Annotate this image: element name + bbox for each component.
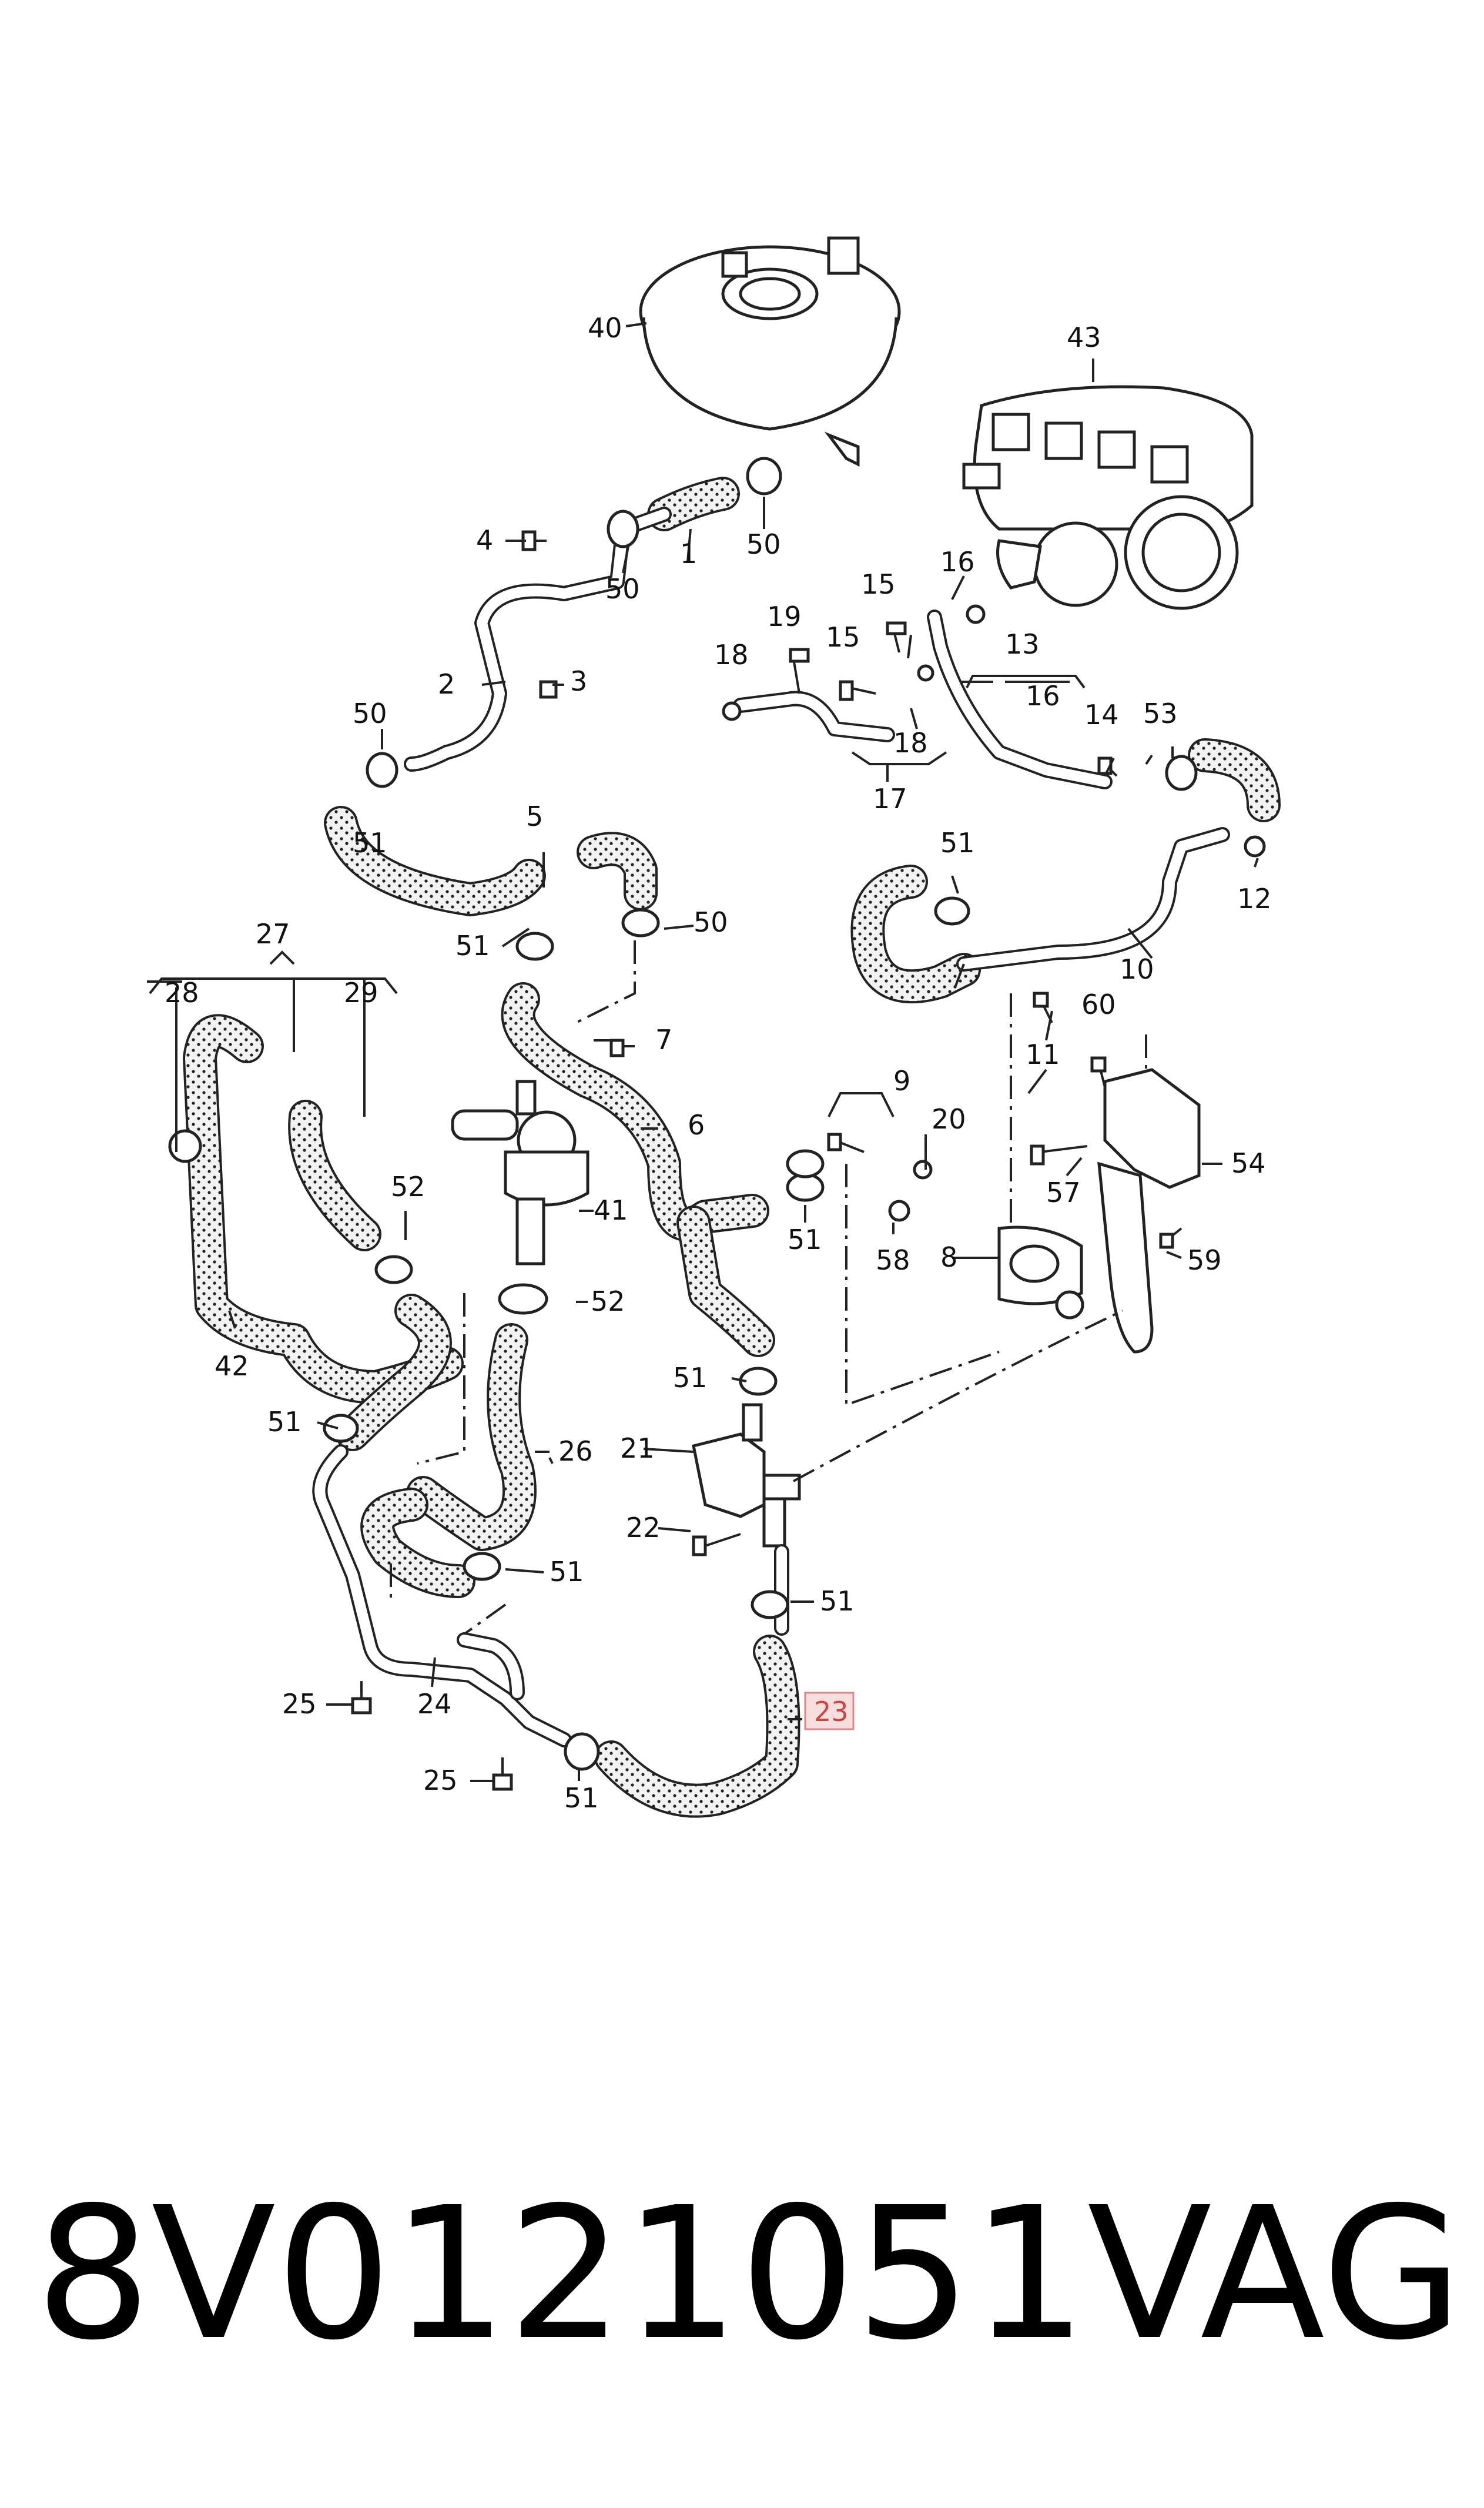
- label-50: 50: [605, 573, 640, 605]
- label-15: 15: [861, 568, 896, 600]
- expansion-tank: [639, 236, 901, 467]
- label-16: 16: [1026, 680, 1060, 712]
- label-22: 22: [626, 1512, 661, 1543]
- pump-8: [997, 1225, 1084, 1320]
- label-17: 17: [873, 783, 907, 815]
- label-51: 51: [353, 827, 387, 859]
- hose-clamps: [168, 457, 1266, 1771]
- label-9: 9: [893, 1065, 910, 1097]
- label-4: 4: [476, 524, 493, 556]
- label-40: 40: [588, 312, 622, 344]
- label-7: 7: [655, 1024, 672, 1056]
- label-3: 3: [570, 665, 587, 697]
- label-51: 51: [550, 1556, 584, 1588]
- label-20: 20: [932, 1103, 966, 1135]
- label-26: 26: [558, 1435, 593, 1467]
- footer: 8V0121051 VAG: [35, 2168, 1463, 2380]
- assembly-lines: [390, 940, 1147, 1635]
- bracket-54: [1097, 1068, 1201, 1354]
- leader-lines: [147, 322, 1259, 1782]
- label-25: 25: [423, 1764, 458, 1796]
- valve-21: [692, 1403, 801, 1548]
- label-2: 2: [438, 668, 455, 700]
- label-52: 52: [391, 1171, 426, 1203]
- label-13: 13: [1005, 628, 1040, 660]
- part-number: 8V0121051: [35, 2168, 1087, 2380]
- label-51: 51: [820, 1585, 855, 1617]
- label-59: 59: [1187, 1244, 1222, 1276]
- label-50: 50: [746, 528, 781, 560]
- label-10: 10: [1120, 953, 1154, 985]
- label-27: 27: [256, 918, 290, 950]
- auxiliary-water-pump-41: [451, 1080, 589, 1265]
- label-51: 51: [455, 930, 490, 962]
- label-23: 23: [814, 1696, 849, 1727]
- label-51: 51: [940, 827, 975, 859]
- label-21: 21: [620, 1432, 655, 1464]
- label-57: 57: [1046, 1177, 1081, 1208]
- highlight-box-23: [804, 1692, 855, 1730]
- label-50: 50: [353, 698, 387, 729]
- label-42: 42: [215, 1350, 249, 1382]
- label-50: 50: [694, 906, 728, 938]
- label-16: 16: [940, 546, 975, 578]
- label-41: 41: [594, 1194, 628, 1226]
- label-15: 15: [826, 621, 860, 653]
- label-24: 24: [417, 1688, 452, 1720]
- brand: VAG: [1087, 2168, 1463, 2380]
- label-28: 28: [165, 977, 199, 1009]
- label-29: 29: [344, 977, 378, 1009]
- label-54: 54: [1231, 1147, 1266, 1179]
- label-51: 51: [267, 1406, 302, 1438]
- label-25: 25: [282, 1688, 317, 1720]
- label-58: 58: [876, 1244, 910, 1276]
- label-43: 43: [1067, 322, 1101, 353]
- label-51: 51: [673, 1362, 708, 1394]
- label-60: 60: [1081, 989, 1116, 1020]
- label-51: 51: [564, 1782, 599, 1814]
- label-19: 19: [767, 601, 802, 632]
- label-52: 52: [591, 1285, 625, 1317]
- label-5: 5: [526, 801, 543, 832]
- label-14: 14: [1084, 699, 1119, 731]
- label-18: 18: [893, 727, 928, 759]
- part-labels: 40 1 50 50 4 2 3 50 43 16 15 19 15 13 16…: [165, 312, 1272, 1814]
- label-12: 12: [1237, 883, 1272, 915]
- label-1: 1: [680, 538, 697, 570]
- label-6: 6: [688, 1109, 705, 1141]
- turbocharger: [962, 385, 1254, 610]
- label-11: 11: [1026, 1039, 1060, 1070]
- label-53: 53: [1143, 698, 1178, 729]
- label-18: 18: [714, 639, 749, 671]
- label-51: 51: [788, 1224, 822, 1255]
- label-8: 8: [940, 1241, 957, 1273]
